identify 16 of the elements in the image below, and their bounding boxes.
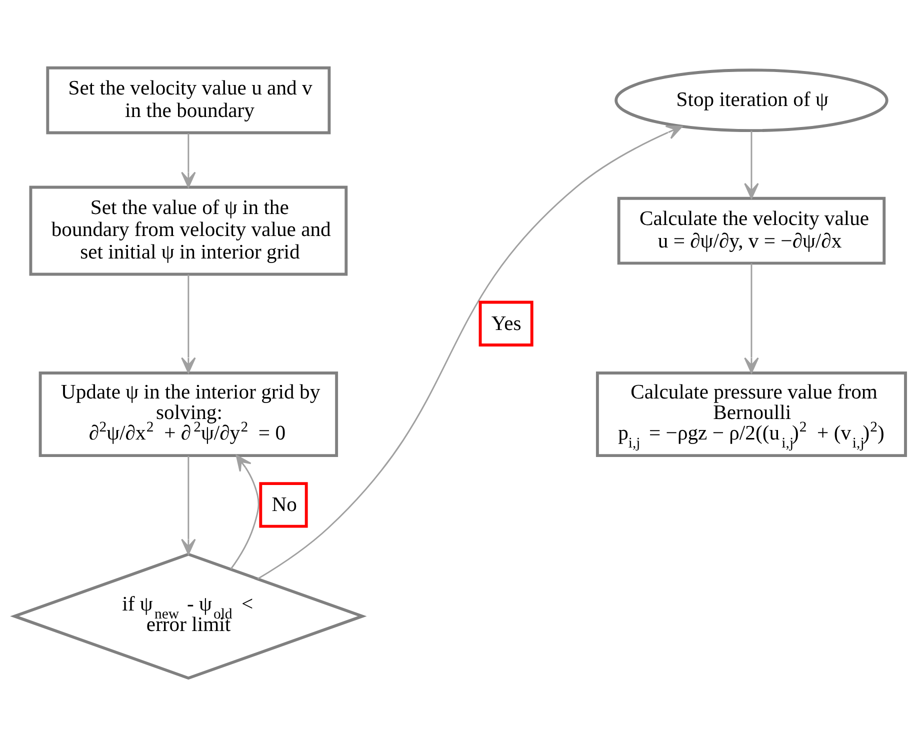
- node-box: Set the velocity value u and v in the boundary: [46, 66, 331, 134]
- arrow: [744, 130, 759, 198]
- node-diamond: if ψ$_{new}$ - ψ$_{old}$ < error limit: [10, 552, 367, 680]
- arrow: [181, 274, 196, 373]
- arrow: [181, 132, 196, 188]
- edge-label: Yes: [491, 312, 522, 334]
- arrow: [181, 456, 196, 554]
- node-box: Calculate the velocity value u = ∂ψ/∂y, v = −∂ψ/∂x: [617, 196, 886, 264]
- edge-label: No: [272, 494, 297, 516]
- node-ellipse: Stop iteration of ψ: [614, 68, 888, 132]
- node-box: Update ψ in the interior grid by solving: ∂$^{2}$ψ/∂x$^{2}$ + ∂$^{2}$ψ/∂y$^{2}$ = 0: [38, 371, 338, 457]
- arrow: [744, 262, 759, 373]
- node-box: Calculate pressure value from Bernoulli p$_{i,j}$ = −ρgz − ρ/2((u$_{i,j}$)$^{2}$ + (v$_{i,j}$)$^{2}$): [596, 371, 907, 457]
- node-box: Set the value of ψ in the boundary from velocity value and set initial ψ in interior grid: [29, 185, 348, 276]
- arrow: [257, 124, 683, 580]
- arrow: [230, 454, 260, 570]
